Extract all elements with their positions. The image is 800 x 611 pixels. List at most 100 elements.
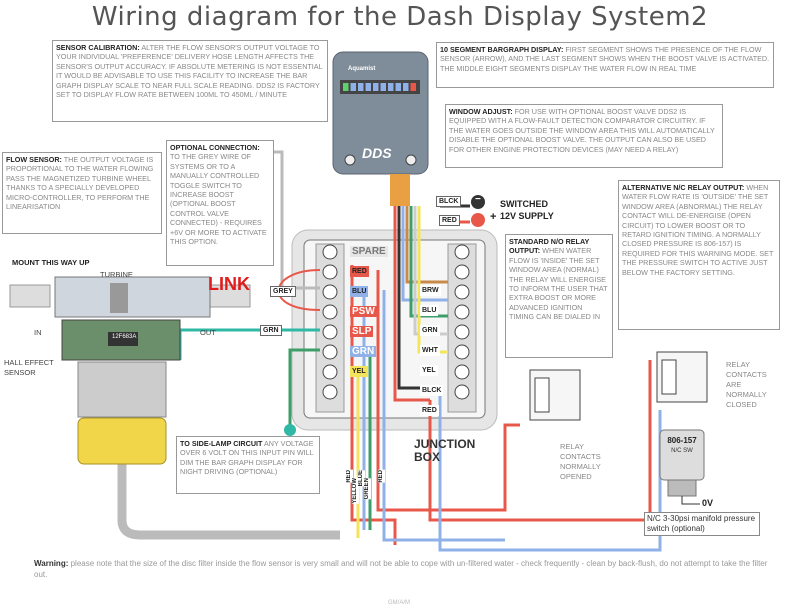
hall-sensor-label: HALL EFFECT SENSOR <box>4 358 54 377</box>
grey-wire-tag: GREY <box>270 286 296 297</box>
right-terminal-screw[interactable] <box>454 324 470 340</box>
pressure-switch-thread <box>667 479 697 497</box>
std-relay-heading: STANDARD N/O RELAY OUTPUT: <box>509 237 590 256</box>
chip-label: 12F683A <box>112 334 137 340</box>
window-adjust-text: FOR USE WITH OPTIONAL BOOST VALVE DDS2 I… <box>449 107 715 154</box>
sensor-calibration-heading: SENSOR CALIBRATION: <box>56 43 140 52</box>
bargraph-heading: 10 SEGMENT BARGRAPH DISPLAY: <box>440 45 564 54</box>
terminal-label: BLU <box>350 286 369 297</box>
mount-label: MOUNT THIS WAY UP <box>12 258 90 267</box>
terminal-label: PSW <box>350 306 377 317</box>
warning-text: please note that the size of the disc fi… <box>34 559 768 579</box>
terminal-label: WHT <box>420 345 440 356</box>
bargraph-segment <box>403 83 409 91</box>
display-connector <box>390 174 410 206</box>
left-terminal-screw[interactable] <box>322 264 338 280</box>
optional-connection-text: TO THE GREY WIRE OF SYSTEMS OR TO A MANU… <box>170 152 267 247</box>
right-terminal-screw[interactable] <box>454 344 470 360</box>
optional-connection-box: OPTIONAL CONNECTION: TO THE GREY WIRE OF… <box>166 140 274 266</box>
right-terminal-screw[interactable] <box>454 244 470 260</box>
bargraph-text: FIRST SEGMENT SHOWS THE PRESENCE OF THE … <box>440 45 770 73</box>
right-terminal-screw[interactable] <box>454 384 470 400</box>
left-terminal-screw[interactable] <box>322 364 338 380</box>
sensor-calibration-box: SENSOR CALIBRATION: ALTER THE FLOW SENSO… <box>52 40 328 122</box>
sensor-housing <box>77 361 167 418</box>
right-terminal-screw[interactable] <box>454 264 470 280</box>
warning-heading: Warning: <box>34 559 69 568</box>
switched-label: SWITCHED <box>500 199 548 209</box>
turbine <box>110 283 128 313</box>
left-terminal-screw[interactable] <box>322 244 338 260</box>
grn-wire-tag: GRN <box>260 325 282 336</box>
supply-negative <box>471 195 485 209</box>
side-lamp-point <box>284 424 296 436</box>
left-terminal-screw[interactable] <box>322 344 338 360</box>
pswitch-sub: N/C SW <box>671 448 693 454</box>
side-lamp-heading: TO SIDE-LAMP CIRCUIT <box>180 439 263 448</box>
sensor-connector <box>77 417 167 465</box>
calibration-knob[interactable] <box>344 154 356 166</box>
alt-relay-coil <box>661 359 677 395</box>
red-supply-tag: RED <box>439 215 460 226</box>
relay-closed-label: RELAY CONTACTS ARE NORMALLY CLOSED <box>726 360 767 409</box>
blck-supply-tag: BLCK <box>436 196 462 207</box>
left-terminal-screw[interactable] <box>322 324 338 340</box>
bargraph-segment <box>350 83 356 91</box>
terminal-label: GRN <box>420 325 440 336</box>
terminal-label: BLU <box>420 305 439 316</box>
terminal-label: SLP <box>350 326 374 337</box>
right-terminal-screw[interactable] <box>454 364 470 380</box>
flow-sensor-text: THE OUTPUT VOLTAGE IS PROPORTIONAL TO TH… <box>6 155 154 212</box>
bargraph-segment <box>365 83 371 91</box>
window-adjust-knob[interactable] <box>405 154 417 166</box>
side-lamp-box: TO SIDE-LAMP CIRCUIT ANY VOLTAGE OVER 6 … <box>176 436 320 494</box>
right-terminal-screw[interactable] <box>454 304 470 320</box>
left-terminal-screw[interactable] <box>322 384 338 400</box>
right-terminal-screw[interactable] <box>454 284 470 300</box>
ov-wire <box>681 496 700 505</box>
page-title: Wiring diagram for the Dash Display Syst… <box>91 2 709 32</box>
window-adjust-box: WINDOW ADJUST: FOR USE WITH OPTIONAL BOO… <box>445 104 723 168</box>
wire-blue-display <box>401 206 448 302</box>
sensor-inlet <box>9 284 51 308</box>
optional-connection-heading: OPTIONAL CONNECTION: <box>170 143 260 152</box>
terminal-label: YEL <box>420 365 438 376</box>
supply-positive <box>471 213 485 227</box>
standard-relay-coil <box>534 377 550 413</box>
wire-red-relay <box>376 270 520 512</box>
ov-label: 0V <box>702 498 714 508</box>
supply-minus-sign: − <box>475 194 481 205</box>
bottom-wire-label: RED <box>378 470 385 483</box>
alt-relay-heading: ALTERNATIVE N/C RELAY OUTPUT: <box>622 183 745 192</box>
warning-note: Warning: please note that the size of th… <box>34 558 774 580</box>
pswitch-model: 806-157 <box>667 436 697 445</box>
left-terminal-screw[interactable] <box>322 304 338 320</box>
outlet-label: OUT <box>200 328 216 337</box>
terminal-label: RED <box>420 405 439 416</box>
sensor-cable <box>117 462 340 540</box>
junction-box-label: JUNCTION BOX <box>414 437 476 464</box>
wire-side-lamp <box>288 348 320 430</box>
side-lamp-text: ANY VOLTAGE OVER 6 VOLT ON THIS INPUT PI… <box>180 439 314 477</box>
flow-sensor-box: FLOW SENSOR: THE OUTPUT VOLTAGE IS PROPO… <box>2 152 162 234</box>
bargraph-box: 10 SEGMENT BARGRAPH DISPLAY: FIRST SEGME… <box>436 42 774 88</box>
window-adjust-heading: WINDOW ADJUST: <box>449 107 513 116</box>
alt-relay-box: ALTERNATIVE N/C RELAY OUTPUT: WHEN WATER… <box>618 180 780 330</box>
bargraph-segments <box>343 83 416 91</box>
bargraph-segment <box>395 83 401 91</box>
turbine-label: TURBINE <box>100 270 133 279</box>
wire-red-bottom <box>350 265 397 545</box>
wire-blue-alt-relay <box>438 388 662 552</box>
bottom-wire-label: GREEN <box>364 478 371 500</box>
std-relay-box: STANDARD N/O RELAY OUTPUT: WHEN WATER FL… <box>505 234 613 358</box>
terminal-label: YEL <box>350 366 368 377</box>
bargraph-segment <box>343 83 349 91</box>
bargraph-segment <box>410 83 416 91</box>
terminal-label: GRN <box>350 346 377 357</box>
bargraph-segment <box>380 83 386 91</box>
footer-code: GM/A/M <box>388 600 410 606</box>
wire-red-alt-relay <box>428 360 652 522</box>
left-terminal-screw[interactable] <box>322 284 338 300</box>
bargraph-segment <box>373 83 379 91</box>
